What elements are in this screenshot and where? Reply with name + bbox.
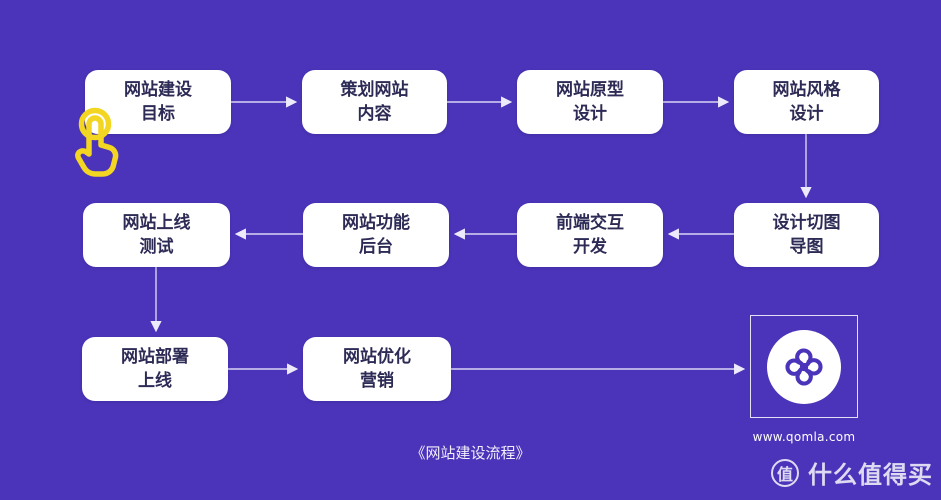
clover-knot-icon xyxy=(785,348,823,385)
flow-node-site-goal: 网站建设 目标 xyxy=(85,70,231,134)
flow-node-optimize-marketing: 网站优化 营销 xyxy=(303,337,451,401)
watermark-text: 什么值得买 xyxy=(808,461,933,489)
logo-circle xyxy=(767,329,841,404)
site-url: www.qomla.com xyxy=(752,430,856,444)
flow-node-backend-function: 网站功能 后台 xyxy=(303,203,449,267)
watermark-badge-icon: 值 xyxy=(771,458,799,487)
flow-node-prototype-design: 网站原型 设计 xyxy=(517,70,663,134)
watermark: 值 什么值得买 xyxy=(771,455,933,490)
flow-node-deploy-online: 网站部署 上线 xyxy=(82,337,228,401)
flow-node-style-design: 网站风格 设计 xyxy=(734,70,879,134)
tap-hand-icon xyxy=(75,107,119,177)
flow-node-frontend-dev: 前端交互 开发 xyxy=(517,203,663,267)
diagram-caption: 《网站建设流程》 xyxy=(410,444,531,462)
flow-node-plan-content: 策划网站 内容 xyxy=(302,70,447,134)
logo-box xyxy=(750,315,858,418)
flow-node-design-slicing: 设计切图 导图 xyxy=(734,203,879,267)
flow-node-online-testing: 网站上线 测试 xyxy=(83,203,230,267)
